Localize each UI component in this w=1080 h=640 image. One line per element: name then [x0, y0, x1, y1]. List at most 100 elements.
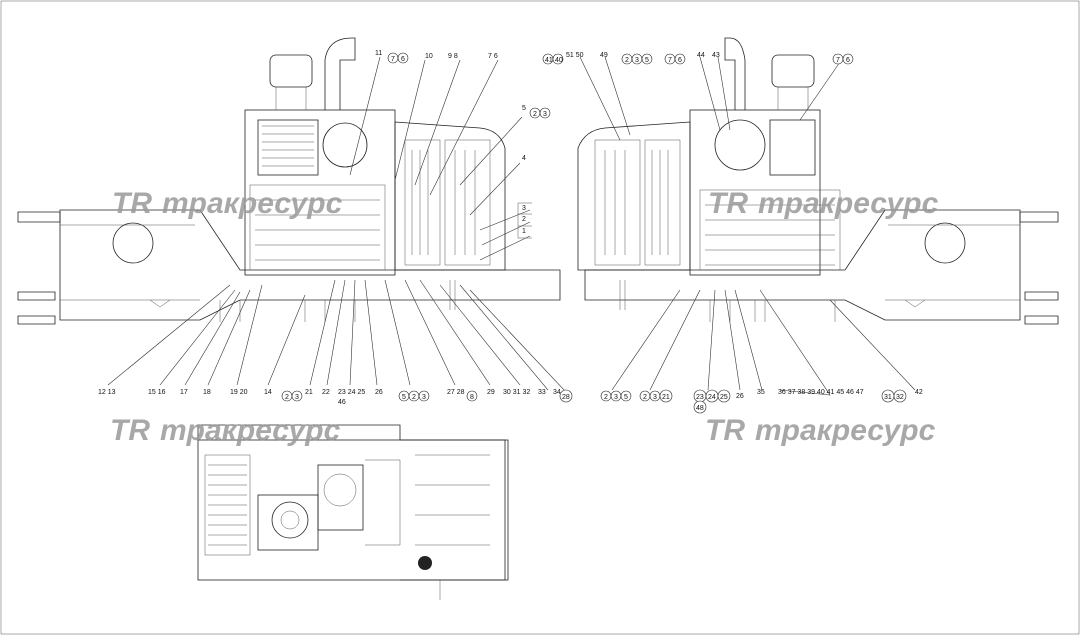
right-radiator [644, 139, 681, 266]
circled-number: 2 [285, 394, 289, 401]
callout-label: 26 [375, 389, 383, 396]
top-view-air-cleaner [257, 494, 319, 551]
leader-line [469, 162, 521, 216]
callout-label: 10 [425, 53, 433, 60]
leader-line [326, 279, 346, 386]
left-fan [322, 122, 368, 168]
callout-label: 2 [522, 216, 526, 223]
leader-line [699, 56, 721, 131]
callout-label: 12 13 [98, 389, 116, 396]
watermark-4: TR тракресурс [705, 414, 936, 447]
callout-label: 11 [375, 50, 382, 57]
circled-number: 40 [555, 57, 563, 64]
callout-label: 1 [522, 228, 526, 235]
leader-line [469, 289, 567, 393]
left-axle-stub [17, 211, 61, 223]
top-view-deck-ribs [415, 454, 490, 546]
leader-line [439, 284, 521, 386]
leader-line [717, 56, 731, 131]
watermark-3: TR тракресурс [110, 414, 341, 447]
left-hood [394, 121, 506, 271]
left-precleaner-base [275, 86, 307, 111]
watermark-text: тракресурс [755, 414, 936, 447]
top-view-deck [400, 439, 506, 581]
top-view-fan [271, 501, 309, 539]
leader-line [107, 284, 231, 386]
right-precleaner [771, 54, 815, 88]
right-exhaust-pipe [724, 37, 746, 110]
leader-line [649, 289, 701, 391]
right-mount-legs [619, 280, 836, 322]
right-engine-lines [705, 204, 835, 266]
callout-label: 44 [697, 52, 705, 59]
circled-number: 5 [624, 394, 628, 401]
callout-label: 34 [553, 389, 561, 396]
left-weld-symbol [149, 299, 171, 308]
left-exhaust-pipe [324, 37, 356, 110]
callout-label: 51 50 [566, 52, 584, 59]
callout-label: 3 [522, 205, 526, 212]
circled-left: 7 6 2 3 2 3 5 2 3 8 28 [281, 52, 573, 403]
circled-number: 7 [391, 56, 395, 63]
circled-number: 8 [470, 394, 474, 401]
callout-label: 26 [736, 393, 744, 400]
top-view-manifold [365, 459, 401, 546]
watermark-1: TR тракресурс [112, 187, 343, 220]
left-cooler [444, 139, 491, 266]
leader-line [429, 59, 499, 196]
circled-number: 31 [884, 394, 892, 401]
leader-lines [107, 56, 916, 396]
watermark-text: тракресурс [160, 414, 341, 447]
top-view-pulley [323, 473, 357, 507]
right-engine-detail [699, 189, 841, 271]
watermark-logo: TR [708, 187, 748, 220]
top-view-engine [317, 464, 364, 531]
right-pivot-boss [924, 222, 966, 264]
right-fan [714, 119, 766, 171]
left-frame-rail [59, 209, 561, 321]
callout-label: 22 [322, 389, 330, 396]
circled-number: 6 [678, 57, 682, 64]
watermark-text: тракресурс [758, 187, 939, 220]
right-frame-inner [885, 224, 1020, 301]
watermark-logo: TR [112, 187, 152, 220]
circled-number: 2 [412, 394, 416, 401]
left-radiator-core [411, 150, 476, 255]
right-axle-stub [1019, 211, 1059, 223]
right-frame-rail [584, 209, 1021, 321]
left-precleaner [269, 54, 313, 88]
leader-line [829, 299, 916, 391]
circled-number: 5 [645, 57, 649, 64]
leader-line [459, 116, 523, 186]
circled-number: 3 [543, 111, 547, 118]
callout-label: 17 [180, 389, 188, 396]
leader-line [349, 279, 356, 386]
left-frame-inner [60, 224, 200, 301]
callout-label: 18 [203, 389, 211, 396]
right-hood [577, 121, 691, 271]
left-air-cleaner-box [257, 119, 319, 176]
leader-line [184, 291, 241, 386]
callout-label: 29 [487, 389, 495, 396]
right-cooler [594, 139, 641, 266]
left-grille [262, 125, 314, 167]
callout-label: 9 8 [448, 53, 458, 60]
callout-label: 42 [915, 389, 923, 396]
leader-line [707, 289, 716, 391]
circled-number: 2 [643, 394, 647, 401]
callout-label: 15 16 [148, 389, 166, 396]
circled-number: 41 [545, 57, 553, 64]
watermark-text: тракресурс [162, 187, 343, 220]
callout-label: 27 28 [447, 389, 465, 396]
callout-label: 36 37 38 39 40 41 45 46 47 [778, 389, 864, 396]
leader-line [579, 56, 621, 141]
right-hitch [1024, 291, 1059, 325]
callout-label: 19 20 [230, 389, 248, 396]
top-view-fan-hub [280, 510, 300, 530]
callout-stack-bracket [517, 202, 532, 239]
top-view-fuel-cap [418, 556, 432, 570]
circled-number: 7 [668, 57, 672, 64]
circled-number: 24 [708, 394, 716, 401]
watermark-logo: TR [705, 414, 745, 447]
leader-line [734, 289, 763, 391]
